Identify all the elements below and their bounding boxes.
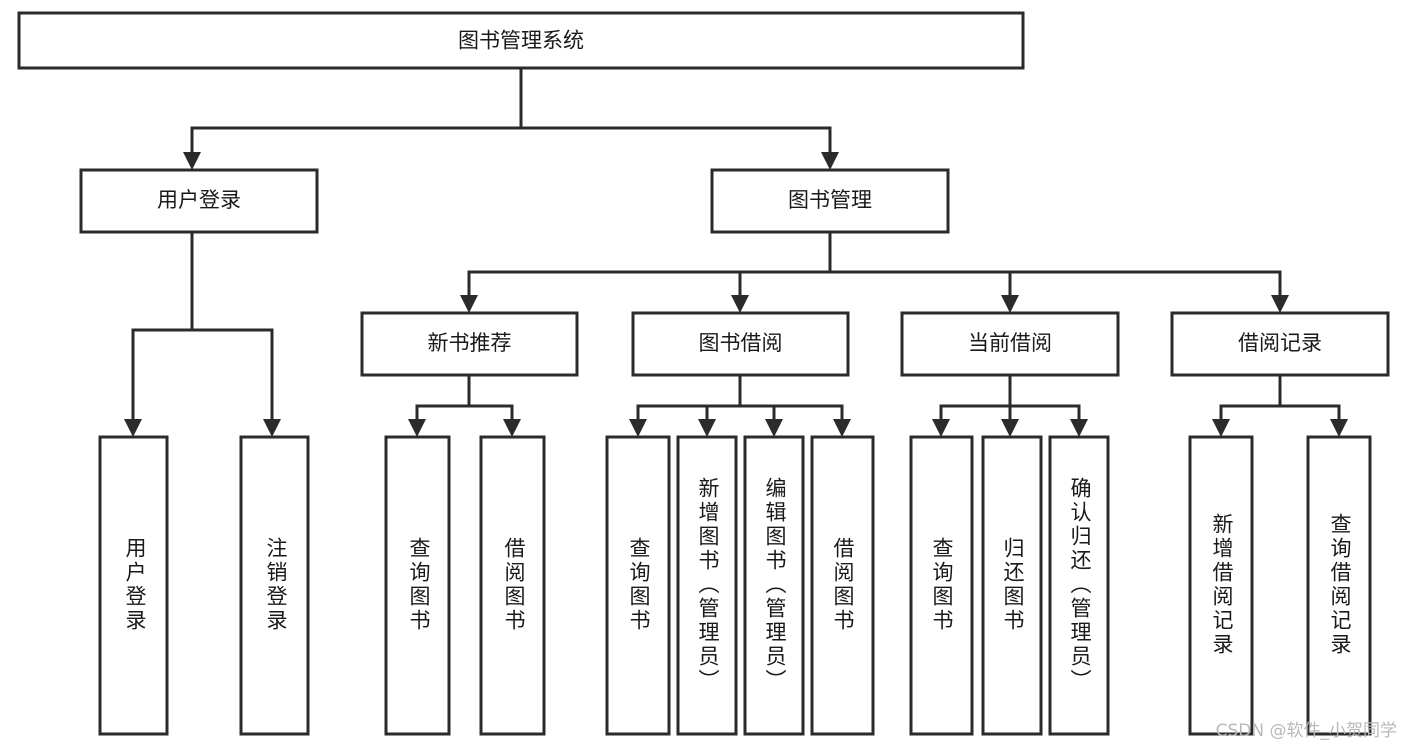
node-leaf-borrow-book[interactable]: 借阅图书 (810, 435, 875, 736)
node-leaf-user-logout-box[interactable] (239, 435, 310, 736)
node-leaf-add-book-admin[interactable]: 新增图书（管理员） (676, 435, 738, 736)
arrowhead-leaf-borrow-book (833, 419, 851, 437)
node-leaf-confirm-return-admin-box[interactable] (1048, 435, 1110, 736)
node-leaf-query-book-current-label: 查询图书 (930, 537, 954, 633)
node-leaf-add-borrow-record-box[interactable] (1188, 435, 1254, 736)
node-current-borrow-label: 当前借阅 (968, 331, 1052, 355)
node-leaf-add-borrow-record[interactable]: 新增借阅记录 (1188, 435, 1254, 736)
connector-layer (124, 66, 1348, 437)
node-leaf-user-login-label: 用户登录 (123, 537, 147, 633)
node-leaf-borrow-book-box[interactable] (810, 435, 875, 736)
arrowhead-leaf-borrow-book-recommend (503, 419, 521, 437)
node-leaf-add-borrow-record-label: 新增借阅记录 (1210, 513, 1234, 657)
arrowhead-user-login (183, 152, 201, 170)
node-leaf-query-borrow-record-box[interactable] (1306, 435, 1372, 736)
arrowhead-leaf-add-borrow-record (1212, 419, 1230, 437)
node-book-management[interactable]: 图书管理 (710, 168, 950, 234)
node-leaf-return-book[interactable]: 归还图书 (981, 435, 1043, 736)
arrowhead-leaf-query-book-borrow (629, 419, 647, 437)
node-new-book-recommend-box[interactable] (360, 311, 579, 377)
node-borrow-records[interactable]: 借阅记录 (1170, 311, 1390, 377)
arrowhead-leaf-query-book-current (932, 419, 950, 437)
node-user-login-box[interactable] (79, 168, 319, 234)
node-root[interactable]: 图书管理系统 (17, 11, 1025, 70)
node-current-borrow[interactable]: 当前借阅 (900, 311, 1120, 377)
node-book-borrow-label: 图书借阅 (699, 331, 783, 355)
arrowhead-leaf-query-borrow-record (1330, 419, 1348, 437)
node-leaf-query-borrow-record[interactable]: 查询借阅记录 (1306, 435, 1372, 736)
arrowhead-leaf-query-book-recommend (408, 419, 426, 437)
node-leaf-borrow-book-recommend[interactable]: 借阅图书 (479, 435, 546, 736)
node-leaf-query-book-borrow[interactable]: 查询图书 (605, 435, 671, 736)
node-leaf-edit-book-admin[interactable]: 编辑图书（管理员） (743, 435, 805, 736)
node-leaf-borrow-book-recommend-box[interactable] (479, 435, 546, 736)
arrowhead-book-borrow (731, 295, 749, 313)
node-borrow-records-box[interactable] (1170, 311, 1390, 377)
arrowhead-current-borrow (1001, 295, 1019, 313)
arrowhead-book-management (821, 152, 839, 170)
node-leaf-borrow-book-label: 借阅图书 (831, 537, 855, 633)
node-book-borrow[interactable]: 图书借阅 (631, 311, 850, 377)
node-leaf-query-book-current-box[interactable] (909, 435, 974, 736)
node-leaf-query-book-recommend-label: 查询图书 (407, 537, 431, 633)
node-new-book-recommend[interactable]: 新书推荐 (360, 311, 579, 377)
node-leaf-query-book-recommend[interactable]: 查询图书 (384, 435, 451, 736)
node-leaf-user-logout-label: 注销登录 (264, 537, 288, 633)
node-leaf-edit-book-admin-box[interactable] (743, 435, 805, 736)
node-leaf-user-login-box[interactable] (98, 435, 169, 736)
node-leaf-confirm-return-admin-label: 确认归还（管理员） (1068, 477, 1092, 693)
node-leaf-user-logout[interactable]: 注销登录 (239, 435, 310, 736)
arrowhead-leaf-add-book-admin (698, 419, 716, 437)
node-leaf-confirm-return-admin[interactable]: 确认归还（管理员） (1048, 435, 1110, 736)
node-leaf-query-book-recommend-box[interactable] (384, 435, 451, 736)
node-user-login-label: 用户登录 (157, 188, 241, 212)
node-book-management-box[interactable] (710, 168, 950, 234)
node-leaf-return-book-label: 归还图书 (1001, 537, 1025, 633)
node-leaf-query-book-current[interactable]: 查询图书 (909, 435, 974, 736)
node-user-login[interactable]: 用户登录 (79, 168, 319, 234)
node-leaf-add-book-admin-box[interactable] (676, 435, 738, 736)
node-leaf-query-book-borrow-box[interactable] (605, 435, 671, 736)
arrowhead-leaf-edit-book-admin (765, 419, 783, 437)
node-root-box[interactable] (17, 11, 1025, 70)
node-leaf-query-borrow-record-label: 查询借阅记录 (1328, 513, 1352, 657)
arrowhead-leaf-confirm-return-admin (1070, 419, 1088, 437)
node-new-book-recommend-label: 新书推荐 (428, 331, 512, 355)
arrowhead-new-book-recommend (460, 295, 478, 313)
node-leaf-return-book-box[interactable] (981, 435, 1043, 736)
csdn-watermark: CSDN @软件_小贺同学 (1215, 721, 1397, 741)
node-leaf-user-login[interactable]: 用户登录 (98, 435, 169, 736)
arrowhead-leaf-return-book (1001, 419, 1019, 437)
node-leaf-borrow-book-recommend-label: 借阅图书 (502, 537, 526, 633)
arrowhead-leaf-user-login (124, 419, 142, 437)
node-leaf-add-book-admin-label: 新增图书（管理员） (696, 477, 720, 693)
node-leaf-query-book-borrow-label: 查询图书 (627, 537, 651, 633)
node-borrow-records-label: 借阅记录 (1238, 331, 1322, 355)
node-root-label: 图书管理系统 (458, 29, 584, 53)
node-book-management-label: 图书管理 (788, 188, 872, 212)
arrowhead-borrow-records (1271, 295, 1289, 313)
node-leaf-edit-book-admin-label: 编辑图书（管理员） (763, 477, 787, 693)
node-book-borrow-box[interactable] (631, 311, 850, 377)
node-current-borrow-box[interactable] (900, 311, 1120, 377)
arrowhead-leaf-user-logout (263, 419, 281, 437)
